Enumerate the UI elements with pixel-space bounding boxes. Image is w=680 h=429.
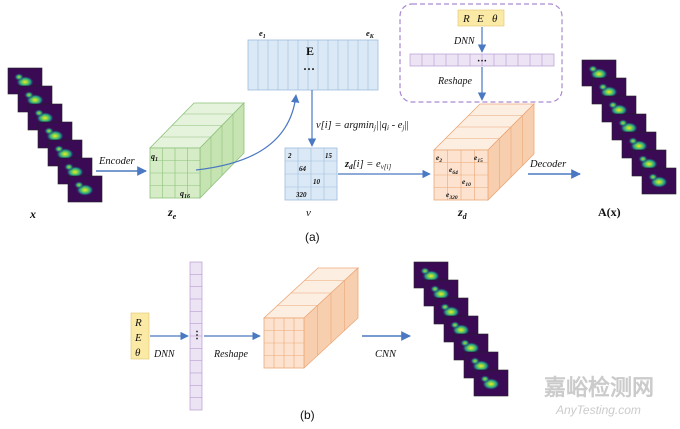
argmin-formula: v[i] = argminj||qi - ej|| bbox=[316, 120, 409, 132]
ze-q1-label: q bbox=[151, 152, 155, 161]
svg-text:zd: zd bbox=[457, 205, 468, 221]
input-image-stack bbox=[7, 67, 103, 203]
zd-formula: zd[i] = ev[i] bbox=[344, 159, 391, 171]
ze-q16-label: q bbox=[180, 189, 184, 198]
dnn-output-vector-b bbox=[189, 261, 203, 411]
zd-cell-sub: 320 bbox=[448, 195, 458, 201]
ze-sub: e bbox=[173, 212, 177, 221]
codebook-dots: ··· bbox=[303, 62, 315, 76]
vector-dots-b: ⋮ bbox=[192, 330, 202, 341]
ze-q16-sub: 16 bbox=[184, 194, 190, 200]
v-cell: 10 bbox=[313, 178, 321, 186]
reshape-label-a: Reshape bbox=[437, 76, 472, 87]
dnn-label-a: DNN bbox=[453, 36, 476, 47]
zd-tensor bbox=[433, 103, 535, 201]
watermark-en: AnyTesting.com bbox=[555, 403, 641, 417]
panel-label-a: (a) bbox=[305, 230, 320, 244]
cond-theta-a: θ bbox=[492, 13, 498, 25]
codebook-title: E bbox=[306, 44, 314, 58]
v-cell: 15 bbox=[325, 152, 333, 160]
cond-box-a bbox=[457, 9, 505, 27]
codebook-e1-sub: 1 bbox=[263, 34, 266, 40]
v-cell: 64 bbox=[299, 165, 307, 173]
output-image-stack-b bbox=[413, 261, 509, 397]
cond-theta-b: θ bbox=[135, 347, 141, 359]
output-label: A(x) bbox=[598, 205, 621, 219]
zd-cell: e bbox=[462, 177, 466, 186]
dnn-output-vector-a bbox=[409, 53, 555, 67]
cond-E-a: E bbox=[476, 13, 484, 25]
svg-text:e10: e10 bbox=[462, 177, 471, 188]
encoder-label: Encoder bbox=[98, 156, 135, 167]
codebook-e1: e bbox=[259, 28, 263, 38]
v-cell: 320 bbox=[295, 191, 307, 199]
zd-cell-sub: 2 bbox=[438, 158, 442, 164]
zd-cell: e bbox=[474, 153, 478, 162]
ze-label: z bbox=[167, 205, 173, 219]
output-image-stack bbox=[581, 59, 677, 195]
zd-cell-sub: 15 bbox=[477, 158, 483, 164]
cond-E-b: E bbox=[134, 332, 142, 344]
svg-text:eK: eK bbox=[366, 28, 375, 40]
svg-text:ze: ze bbox=[167, 205, 177, 221]
cond-R-b: R bbox=[134, 317, 142, 329]
panel-label-b: (b) bbox=[300, 408, 315, 422]
zd-label: z bbox=[457, 205, 463, 219]
zd-cell: e bbox=[446, 190, 450, 199]
cond-box-b bbox=[130, 312, 150, 360]
svg-text:e1: e1 bbox=[259, 28, 266, 40]
v-cell: 2 bbox=[287, 152, 292, 160]
v-index-grid bbox=[284, 147, 338, 201]
watermark-cn: 嘉峪检测网 bbox=[544, 375, 654, 400]
ze-to-codebook-arrow bbox=[195, 94, 300, 171]
v-label: v bbox=[306, 207, 311, 219]
svg-text:q16: q16 bbox=[180, 189, 190, 200]
input-label: x bbox=[29, 207, 36, 221]
conditioning-dashed-box bbox=[399, 3, 563, 103]
zd-sub: d bbox=[463, 212, 468, 221]
reshape-label-b: Reshape bbox=[213, 349, 248, 360]
svg-text:e320: e320 bbox=[446, 190, 458, 201]
svg-text:e2: e2 bbox=[436, 153, 442, 164]
reshaped-tensor-b bbox=[262, 267, 360, 369]
cond-R-a: R bbox=[462, 13, 470, 25]
decoder-label: Decoder bbox=[529, 159, 567, 170]
svg-text:e64: e64 bbox=[449, 165, 458, 176]
zd-cell: e bbox=[436, 153, 440, 162]
vector-dots-a: ··· bbox=[477, 56, 487, 67]
ze-q1-sub: 1 bbox=[155, 157, 158, 163]
zd-cell-sub: 10 bbox=[465, 182, 471, 188]
cnn-label: CNN bbox=[375, 349, 397, 360]
zd-cell-sub: 64 bbox=[452, 170, 458, 176]
codebook-eK: e bbox=[366, 28, 370, 38]
svg-text:e15: e15 bbox=[474, 153, 483, 164]
zd-cell: e bbox=[449, 165, 453, 174]
codebook bbox=[247, 39, 379, 91]
dnn-label-b: DNN bbox=[153, 349, 176, 360]
svg-text:q1: q1 bbox=[151, 152, 158, 163]
ze-tensor bbox=[149, 102, 245, 199]
codebook-eK-sub: K bbox=[369, 34, 375, 40]
